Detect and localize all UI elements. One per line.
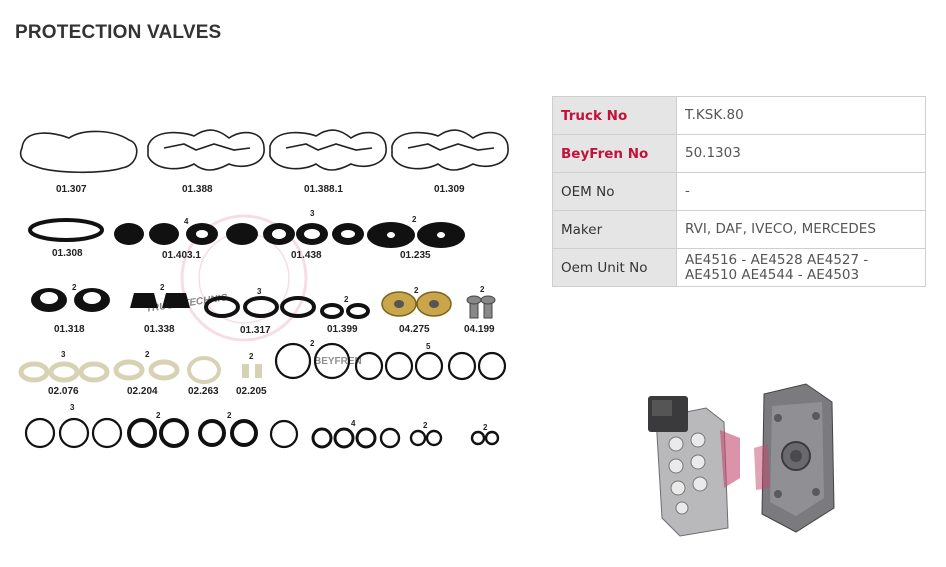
part-number-label: 01.308 <box>52 248 83 259</box>
spec-table: Truck No T.KSK.80 BeyFren No 50.1303 OEM… <box>552 96 926 287</box>
part-number-label: 01.399 <box>327 324 358 335</box>
part-quantity-label: 2 <box>483 423 488 432</box>
part-quantity-label: 2 <box>156 411 161 420</box>
part-number-label: 01.309 <box>434 184 465 195</box>
part-number-label: 04.275 <box>399 324 430 335</box>
part-number-label: 01.403.1 <box>162 250 201 261</box>
part-quantity-label: 2 <box>344 295 349 304</box>
part-quantity-label: 3 <box>70 403 75 412</box>
spec-row-oem-unit-no: Oem Unit No AE4516 - AE4528 AE4527 - AE4… <box>552 248 926 287</box>
spec-key: Oem Unit No <box>552 248 677 287</box>
spec-row-truck-no: Truck No T.KSK.80 <box>552 96 926 135</box>
part-quantity-label: 2 <box>160 283 165 292</box>
spec-value: AE4516 - AE4528 AE4527 - AE4510 AE4544 -… <box>676 248 926 287</box>
spec-value: - <box>676 172 926 211</box>
part-quantity-label: 2 <box>414 286 419 295</box>
part-quantity-label: 2 <box>480 285 485 294</box>
part-number-label: 01.317 <box>240 325 271 336</box>
spec-row-beyfren-no: BeyFren No 50.1303 <box>552 134 926 173</box>
spec-key: Truck No <box>552 96 677 135</box>
part-number-label: 01.338 <box>144 324 175 335</box>
part-quantity-label: 4 <box>351 419 356 428</box>
part-quantity-label: 2 <box>249 352 254 361</box>
spec-row-maker: Maker RVI, DAF, IVECO, MERCEDES <box>552 210 926 249</box>
part-number-label: 02.263 <box>188 386 219 397</box>
part-quantity-label: 2 <box>227 411 232 420</box>
part-quantity-label: 2 <box>423 421 428 430</box>
part-number-label: 01.307 <box>56 184 87 195</box>
spec-value: T.KSK.80 <box>676 96 926 135</box>
part-number-label: 02.076 <box>48 386 79 397</box>
part-number-label: 01.318 <box>54 324 85 335</box>
part-number-label: 02.204 <box>127 386 158 397</box>
part-number-label: 02.205 <box>236 386 267 397</box>
part-number-label: 01.235 <box>400 250 431 261</box>
part-quantity-label: 2 <box>310 339 315 348</box>
part-number-label: 01.388.1 <box>304 184 343 195</box>
part-number-label: 01.388 <box>182 184 213 195</box>
part-number-label: 01.438 <box>291 250 322 261</box>
spec-key: OEM No <box>552 172 677 211</box>
spec-key: BeyFren No <box>552 134 677 173</box>
part-quantity-label: 3 <box>61 350 66 359</box>
spec-value: RVI, DAF, IVECO, MERCEDES <box>676 210 926 249</box>
spec-key: Maker <box>552 210 677 249</box>
part-quantity-label: 3 <box>310 209 315 218</box>
repair-kit-image: TRUCK TECHNIC BEYFREN 01.307 01.388 01.3… <box>14 118 514 458</box>
part-quantity-label: 2 <box>72 283 77 292</box>
spec-value: 50.1303 <box>676 134 926 173</box>
valve-product-image <box>636 378 848 538</box>
watermark-text-2: BEYFREN <box>314 356 362 367</box>
page-title: PROTECTION VALVES <box>15 22 222 43</box>
part-number-label: 04.199 <box>464 324 495 335</box>
spec-row-oem-no: OEM No - <box>552 172 926 211</box>
part-quantity-label: 5 <box>426 342 431 351</box>
part-quantity-label: 2 <box>145 350 150 359</box>
part-quantity-label: 4 <box>184 217 189 226</box>
part-quantity-label: 2 <box>412 215 417 224</box>
part-quantity-label: 3 <box>257 287 262 296</box>
